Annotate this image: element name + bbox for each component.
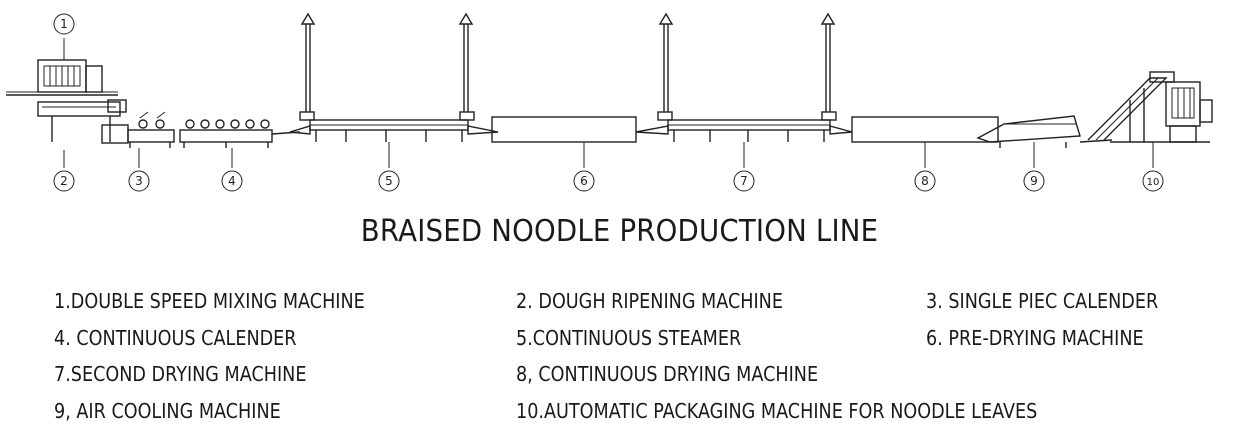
callout-8-label: 8 [921, 174, 929, 188]
air-cooling-machine-drawing [976, 115, 1081, 148]
legend-item-4: 4. CONTINUOUS CALENDER [54, 326, 297, 350]
callout-3-label: 3 [135, 174, 143, 188]
callout-6: 6 [573, 170, 595, 192]
callout-9: 9 [1023, 170, 1045, 192]
legend-item-10: 10.AUTOMATIC PACKAGING MACHINE FOR NOODL… [516, 399, 1038, 423]
legend-item-3: 3. SINGLE PIEC CALENDER [926, 289, 1159, 313]
callout-10-label: 10 [1147, 177, 1160, 188]
legend-item-6: 6. PRE-DRYING MACHINE [926, 326, 1144, 350]
legend-item-8: 8, CONTINUOUS DRYING MACHINE [516, 362, 819, 386]
continuous-steamer-drawing [289, 12, 499, 142]
callout-7-label: 7 [740, 174, 748, 188]
legend-item-2: 2. DOUGH RIPENING MACHINE [516, 289, 783, 313]
callout-2: 2 [53, 170, 75, 192]
dough-ripening-machine-drawing [37, 99, 127, 142]
packaging-machine-drawing [1079, 71, 1213, 143]
callout-1-label: 1 [60, 17, 68, 31]
callout-2-label: 2 [60, 174, 68, 188]
pre-drying-machine-drawing [491, 116, 637, 143]
callout-7: 7 [733, 170, 755, 192]
callout-6-label: 6 [580, 174, 588, 188]
mixing-machine-drawing [6, 38, 118, 96]
legend-item-5: 5.CONTINUOUS STEAMER [516, 326, 742, 350]
callout-5-label: 5 [385, 174, 393, 188]
production-line-diagram: 1 2 3 4 5 6 7 8 9 10 [6, 12, 1213, 192]
legend-item-7: 7.SECOND DRYING MACHINE [54, 362, 307, 386]
continuous-drying-machine-drawing [851, 116, 999, 143]
diagram-title: BRAISED NOODLE PRODUCTION LINE [360, 214, 879, 249]
legend-item-1: 1.DOUBLE SPEED MIXING MACHINE [54, 289, 365, 313]
legend-item-9: 9, AIR COOLING MACHINE [54, 399, 281, 423]
callout-10: 10 [1142, 170, 1164, 192]
callout-4: 4 [221, 170, 243, 192]
callout-3: 3 [128, 170, 150, 192]
callout-5: 5 [378, 170, 400, 192]
continuous-calender-drawing [179, 119, 301, 148]
single-piece-calender-drawing [101, 111, 175, 148]
callout-8: 8 [914, 170, 936, 192]
callout-4-label: 4 [228, 174, 236, 188]
second-drying-machine-drawing [635, 12, 853, 142]
callout-9-label: 9 [1030, 174, 1038, 188]
leader-lines [63, 142, 1154, 168]
callout-1: 1 [53, 13, 75, 35]
